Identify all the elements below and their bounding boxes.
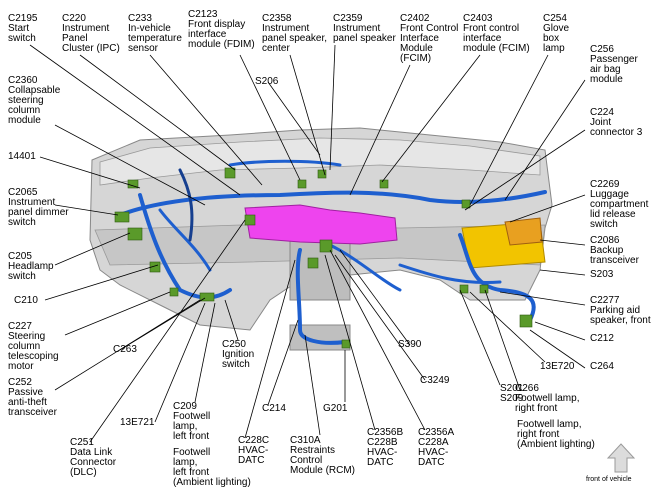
connector: [297, 179, 307, 189]
label-c264: C264: [590, 361, 614, 372]
front-arrow-icon: [606, 443, 636, 473]
harness-right: [458, 233, 536, 322]
harness-center2: [328, 243, 402, 292]
connector: [461, 199, 471, 209]
connectors: [114, 167, 533, 349]
label-lf-ambient: Footwell lamp, left front (Ambient light…: [173, 447, 251, 488]
connector: [127, 227, 143, 241]
label-c252: C252 Passive anti-theft transceiver: [8, 377, 57, 418]
label-rf-ambient: Footwell lamp, right front (Ambient ligh…: [517, 419, 595, 450]
modules: [244, 204, 546, 269]
connector: [479, 284, 489, 294]
connector: [224, 167, 236, 179]
label-c2269: C2269 Luggage compartment lid release sw…: [590, 179, 649, 230]
label-c212: C212: [590, 333, 614, 344]
label-c228c: C228C HVAC- DATC: [238, 435, 270, 466]
label-c250: C250 Ignition switch: [222, 339, 255, 370]
label-c233: C233 In-vehicle temperature sensor: [128, 13, 182, 54]
harness-right2: [398, 263, 502, 285]
label-s390: S390: [398, 339, 422, 350]
label-c209: C209 Footwell lamp, left front: [173, 401, 211, 442]
label-c3249: C3249: [420, 375, 450, 386]
connector: [379, 179, 389, 189]
label-c2358: C2358 Instrument panel speaker, center: [262, 13, 328, 54]
label-13e720: 13E720: [540, 361, 575, 372]
label-s203: S203: [590, 269, 614, 280]
label-c210: C210: [14, 295, 38, 306]
label-c2356b: C2356B C228B HVAC- DATC: [367, 427, 404, 468]
label-c2277: C2277 Parking aid speaker, front: [590, 295, 651, 326]
label-c2065: C2065 Instrument panel dimmer switch: [8, 187, 69, 228]
harness-main: [118, 190, 547, 217]
label-c256: C256 Passenger air bag module: [590, 44, 638, 85]
harness-center: [295, 248, 347, 345]
label-c266: C266 Footwell lamp, right front: [515, 383, 580, 414]
label-c214: C214: [262, 403, 286, 414]
label-c2195: C2195 Start switch: [8, 13, 38, 44]
label-c220: C220 Instrument Panel Cluster (IPC): [62, 13, 120, 54]
pink-module: [244, 204, 398, 245]
label-c263: C263: [113, 344, 137, 355]
connector: [307, 257, 319, 269]
harness-left2: [158, 208, 212, 272]
label-c2123: C2123 Front display interface module (FD…: [188, 9, 255, 50]
connector: [341, 339, 351, 349]
label-c2356a: C2356A C228A HVAC- DATC: [418, 427, 455, 468]
connector: [519, 314, 533, 328]
connector: [319, 239, 333, 253]
label-c2403: C2403 Front control interface module (FC…: [463, 13, 530, 54]
connector: [244, 214, 256, 226]
label-c227: C227 Steering column telescoping motor: [8, 321, 59, 372]
label-c254: C254 Glove box lamp: [543, 13, 570, 54]
harness: [118, 159, 547, 345]
label-s201: S201 S209: [500, 383, 524, 404]
connector: [459, 284, 469, 294]
label-14401: 14401: [8, 151, 36, 162]
label-13e721: 13E721: [120, 417, 155, 428]
label-s206: S206: [255, 76, 279, 87]
label-c2360: C2360 Collapsable steering column module: [8, 75, 61, 126]
label-c2402: C2402 Front Control Interface Module (FC…: [400, 13, 459, 64]
leader-lines: [29, 44, 586, 443]
connector: [317, 169, 327, 179]
orange-module: [504, 217, 543, 246]
label-c2086: C2086 Backup transceiver: [590, 235, 639, 266]
label-c205: C205 Headlamp switch: [8, 251, 54, 282]
label-c310a: C310A Restraints Control Module (RCM): [290, 435, 356, 476]
label-c2359: C2359 Instrument panel speaker: [333, 13, 396, 44]
label-c251: C251 Data Link Connector (DLC): [70, 437, 117, 478]
connector: [199, 292, 215, 302]
front-of-vehicle-label: front of vehicle: [586, 476, 632, 483]
connector: [149, 261, 161, 273]
harness-dark: [178, 168, 194, 242]
label-c224: C224 Joint connector 3: [590, 107, 643, 138]
harness-top: [228, 159, 342, 167]
label-g201: G201: [323, 403, 348, 414]
connector: [114, 211, 130, 223]
connector: [169, 287, 179, 297]
